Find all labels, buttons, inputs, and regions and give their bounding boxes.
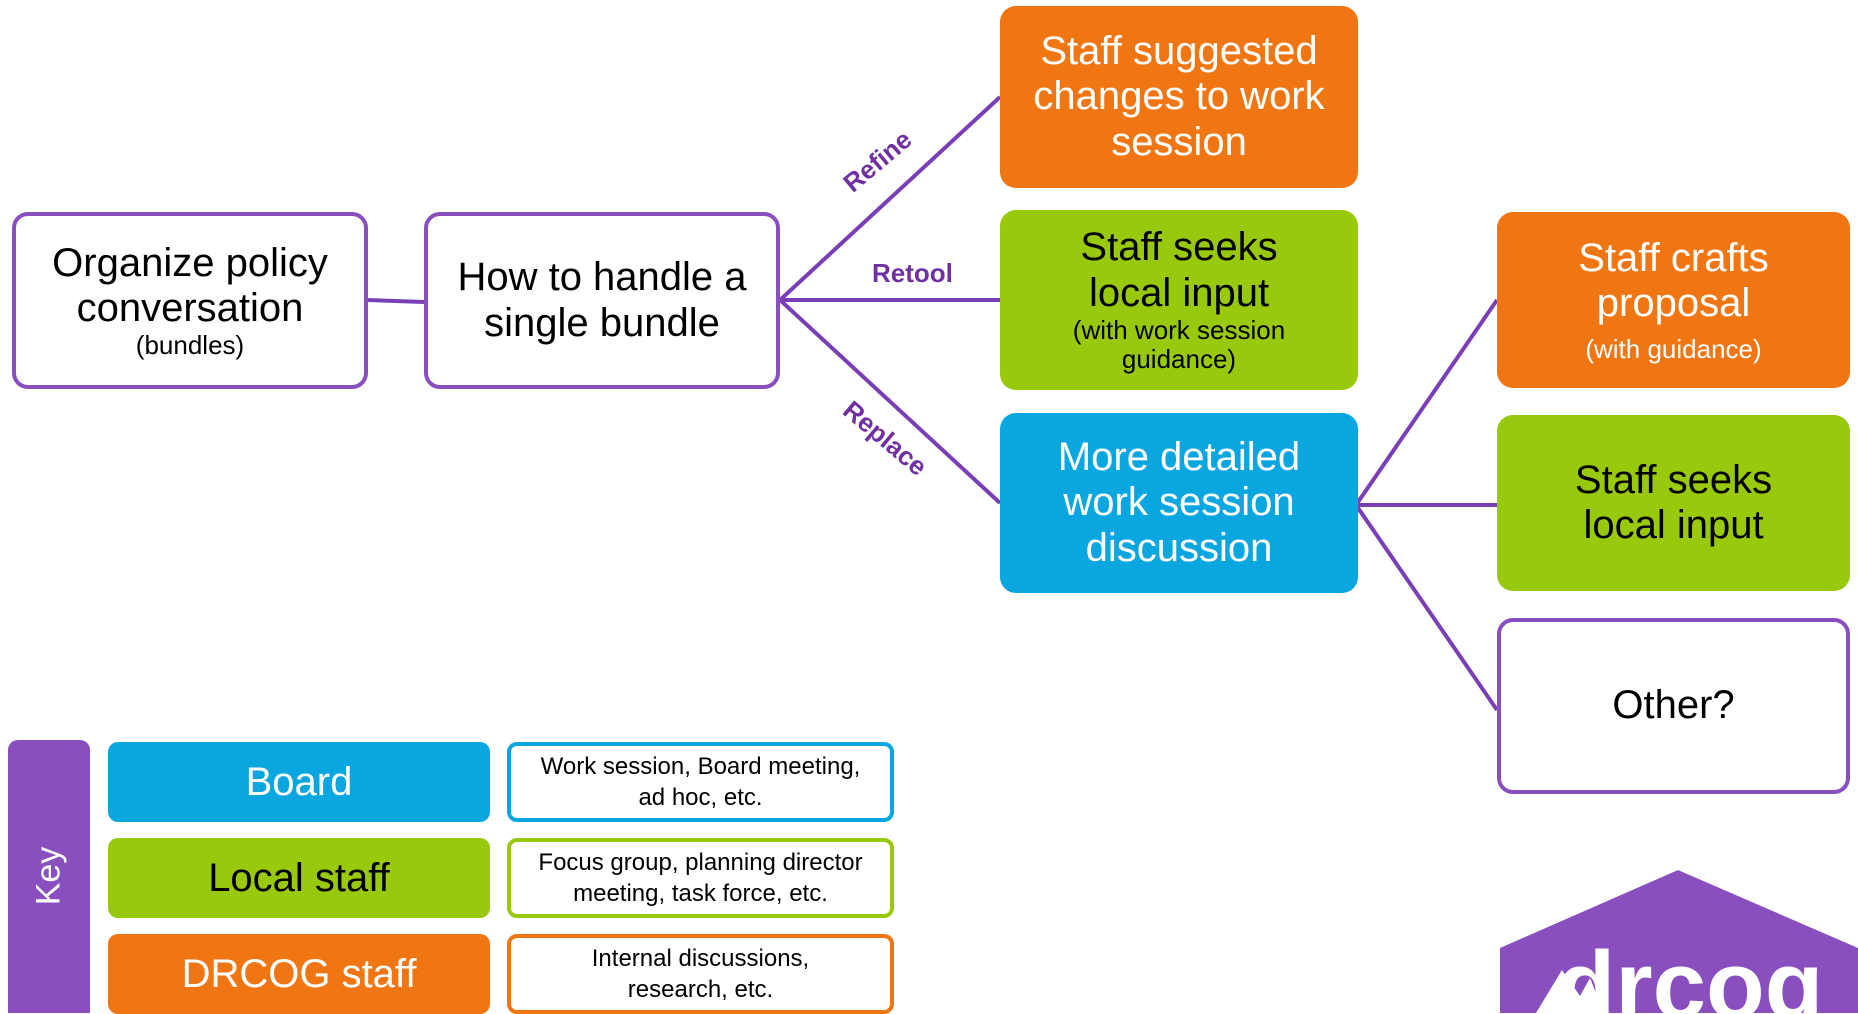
node-crafts-proposal-text: Staff crafts proposal: [1578, 236, 1769, 326]
node-organize-policy-text: Organize policy conversation: [52, 240, 328, 330]
key-desc-drcog-staff: Internal discussions, research, etc.: [507, 934, 894, 1014]
key-desc-board-text: Work session, Board meeting, ad hoc, etc…: [540, 752, 861, 811]
key-swatch-drcog-staff-label: DRCOG staff: [181, 951, 417, 996]
logo-house-shape: [1500, 870, 1858, 1013]
drcog-logo: drcog: [1500, 870, 1858, 1013]
connector-refine: [778, 95, 1002, 302]
edge-label-retool: Retool: [872, 258, 953, 288]
connector-replace: [778, 298, 1002, 505]
connector-to-crafts: [1354, 298, 1499, 507]
node-other: Other?: [1497, 618, 1850, 794]
node-single-bundle: How to handle a single bundle: [424, 212, 780, 389]
node-refine-result: Staff suggested changes to work session: [1000, 6, 1358, 188]
key-swatch-local-staff-label: Local staff: [208, 855, 390, 900]
node-retool-result-subtext: (with work session guidance): [1072, 314, 1286, 375]
key-swatch-board-label: Board: [245, 759, 353, 804]
node-refine-result-text: Staff suggested changes to work session: [1033, 29, 1325, 164]
node-retool-result: Staff seeks local input (with work sessi…: [1000, 210, 1358, 390]
node-organize-policy-subtext: (bundles): [135, 330, 245, 360]
key-desc-drcog-staff-text: Internal discussions, research, etc.: [591, 944, 810, 1003]
key-title-bar: Key: [8, 740, 90, 1013]
key-title: Key: [29, 846, 68, 906]
node-replace-result: More detailed work session discussion: [1000, 413, 1358, 593]
node-organize-policy: Organize policy conversation (bundles): [12, 212, 368, 389]
key-swatch-board: Board: [108, 742, 490, 822]
connector-to-other: [1354, 503, 1499, 712]
node-seeks-local-input: Staff seeks local input: [1497, 415, 1850, 591]
node-crafts-proposal: Staff crafts proposal (with guidance): [1497, 212, 1850, 388]
node-replace-result-text: More detailed work session discussion: [1057, 435, 1301, 570]
logo-mountain-mark: [1536, 970, 1604, 1013]
connector-organize-to-bundle: [367, 298, 425, 304]
node-retool-result-text: Staff seeks local input: [1080, 225, 1278, 315]
key-desc-local-staff-text: Focus group, planning director meeting, …: [538, 848, 863, 907]
node-single-bundle-text: How to handle a single bundle: [457, 255, 747, 345]
key-swatch-local-staff: Local staff: [108, 838, 490, 918]
key-desc-local-staff: Focus group, planning director meeting, …: [507, 838, 894, 918]
node-other-text: Other?: [1612, 683, 1735, 728]
key-swatch-drcog-staff: DRCOG staff: [108, 934, 490, 1014]
node-seeks-local-input-text: Staff seeks local input: [1574, 457, 1773, 547]
logo-wordmark: drcog: [1557, 932, 1824, 1013]
node-crafts-proposal-subtext: (with guidance): [1585, 333, 1762, 364]
key-desc-board: Work session, Board meeting, ad hoc, etc…: [507, 742, 894, 822]
